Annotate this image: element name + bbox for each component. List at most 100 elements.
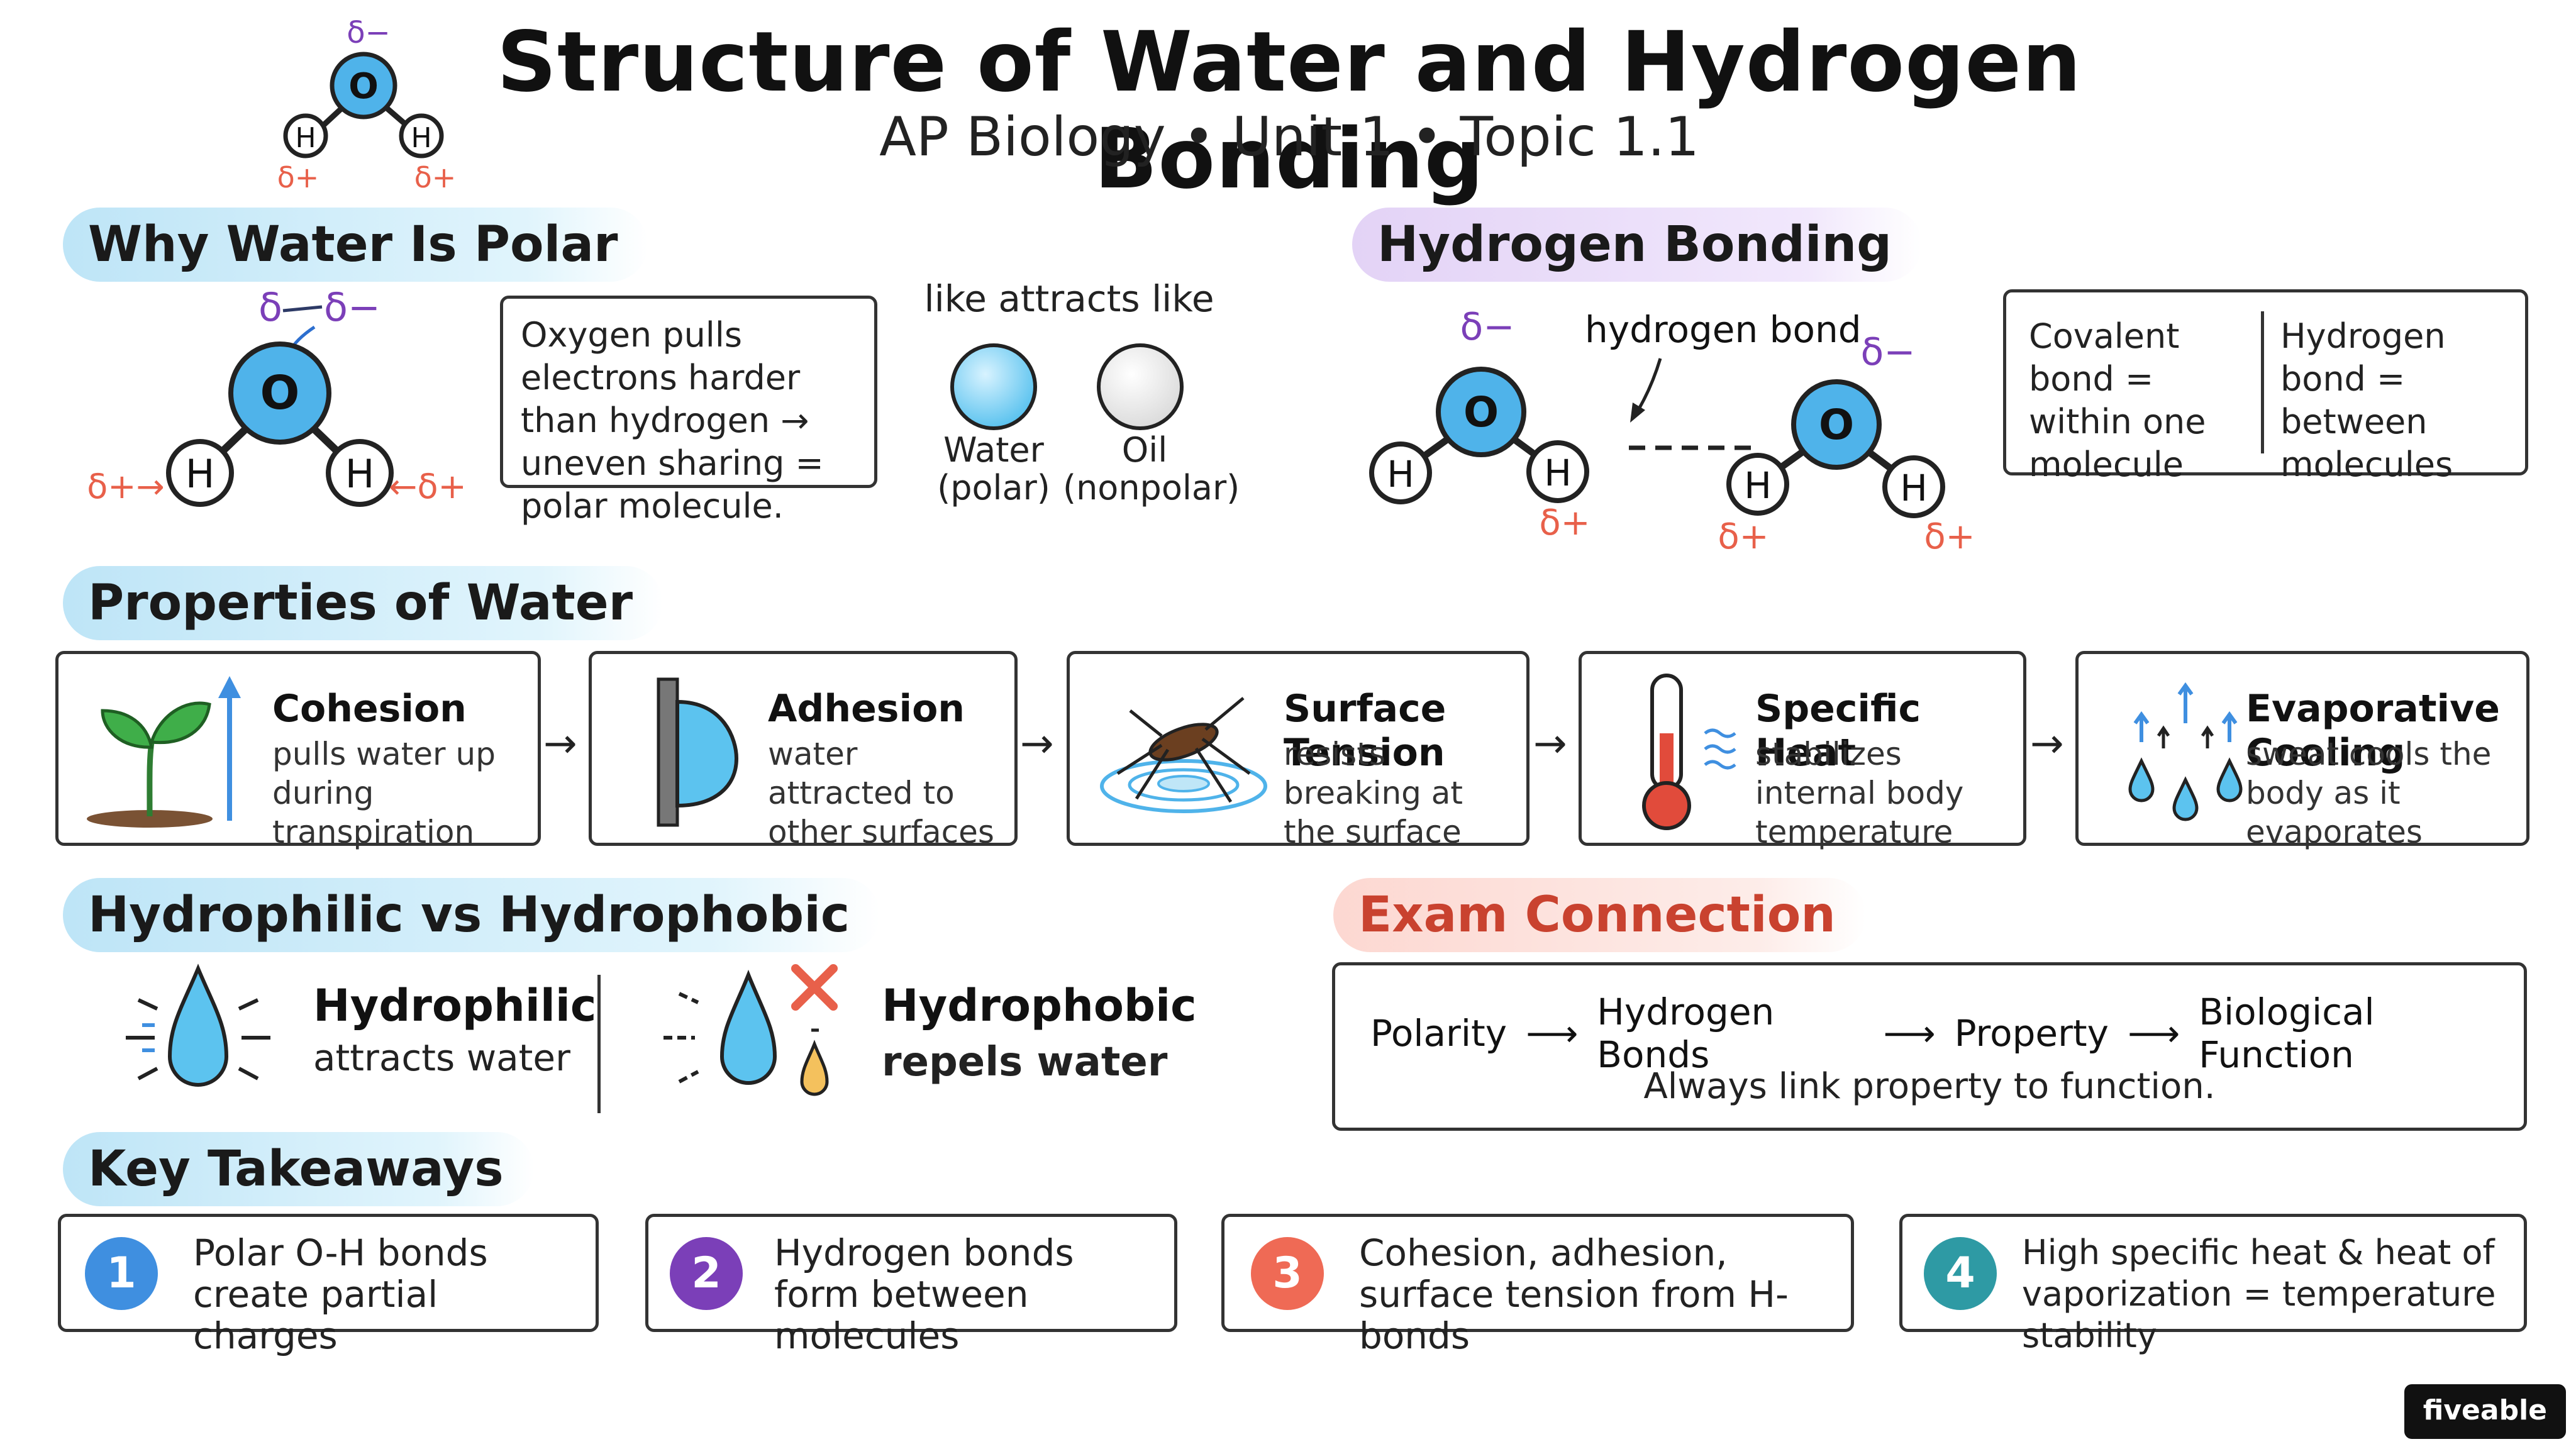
header-delta-plus-left: δ+ bbox=[277, 160, 319, 194]
oil-nonpolar-label: Oil (nonpolar) bbox=[1063, 430, 1240, 508]
properties-arrow-4: → bbox=[2030, 721, 2064, 767]
hydrophobic-droplet-icon bbox=[663, 964, 838, 1096]
polar-h1-label: H bbox=[186, 451, 215, 497]
properties-arrow-2: → bbox=[1020, 721, 1054, 767]
hbond-delta-plus-2: δ+ bbox=[1718, 516, 1768, 557]
specific-heat-desc: stabilizes internal body temperature bbox=[1755, 736, 1964, 850]
hydrogen-bond-diagram: O H H δ− δ+ O H H δ− δ+ δ+ bbox=[1369, 305, 1975, 557]
hbond-h2-label: H bbox=[1544, 452, 1572, 494]
hydro-divider bbox=[597, 975, 601, 1113]
adhesion-droplet-icon bbox=[657, 677, 739, 827]
properties-arrow-1: → bbox=[543, 721, 577, 767]
exam-connection-box: Polarity ⟶ Hydrogen Bonds ⟶ Property ⟶ B… bbox=[1332, 962, 2527, 1131]
evaporative-cooling-desc: sweat cools the body as it evaporates bbox=[2246, 736, 2492, 850]
polar-note-text: Oxygen pulls electrons harder than hydro… bbox=[521, 315, 824, 526]
takeaway-card-1: 1 Polar O-H bonds create partial charges bbox=[58, 1214, 599, 1357]
hydrophilic-desc: attracts water bbox=[313, 1036, 570, 1079]
water-droplet-sphere-icon bbox=[950, 343, 1037, 430]
property-card-evaporative-cooling: Evaporative Cooling sweat cools the body… bbox=[2075, 651, 2529, 850]
hbond-delta-plus-3: δ+ bbox=[1924, 516, 1975, 557]
takeaway-number-1: 1 bbox=[85, 1237, 158, 1310]
takeaway-card-3: 3 Cohesion, adhesion, surface tension fr… bbox=[1221, 1214, 1854, 1357]
takeaway-number-3: 3 bbox=[1251, 1237, 1324, 1310]
polar-delta-minus-2: δ− bbox=[324, 284, 380, 330]
bond-divider bbox=[2261, 311, 2264, 453]
hbond-h4-label: H bbox=[1900, 467, 1928, 509]
hbond-heading: Hydrogen Bonding bbox=[1352, 208, 1922, 282]
hbond-delta-plus-1: δ+ bbox=[1539, 502, 1590, 543]
adhesion-desc: water attracted to other surfaces bbox=[768, 736, 994, 850]
polar-water-molecule-diagram: O H H δ δ− δ+→ ←δ+ bbox=[88, 284, 467, 507]
exam-chain-arrow-3: ⟶ bbox=[2128, 1012, 2180, 1055]
cohesion-title: Cohesion bbox=[272, 687, 467, 731]
takeaway-text-3: Cohesion, adhesion, surface tension from… bbox=[1359, 1231, 1789, 1357]
specific-heat-title: Specific Heat bbox=[1755, 687, 1921, 775]
exam-chain-polarity: Polarity bbox=[1370, 1012, 1507, 1055]
water-polar-label: Water (polar) bbox=[937, 430, 1050, 508]
takeaway-text-1: Polar O-H bonds create partial charges bbox=[193, 1231, 488, 1357]
cohesion-desc: pulls water up during transpiration bbox=[272, 736, 496, 850]
surface-tension-desc: resists breaking at the surface bbox=[1284, 736, 1463, 850]
water-strider-icon bbox=[1100, 697, 1267, 813]
property-card-surface-tension: Surface Tension resists breaking at the … bbox=[1067, 651, 1530, 850]
hbond-o2-label: O bbox=[1819, 401, 1854, 449]
hbond-bond-label: hydrogen bond bbox=[1585, 308, 1862, 351]
exam-note: Always link property to function. bbox=[1643, 1066, 2216, 1107]
hydrophobic-title: Hydrophobic bbox=[882, 980, 1197, 1031]
takeaway-card-4: 4 High specific heat & heat of vaporizat… bbox=[1899, 1214, 2527, 1355]
plant-sprout-icon bbox=[87, 676, 241, 828]
page-title: Structure of Water and Hydrogen Bonding bbox=[496, 14, 2082, 208]
property-card-specific-heat: Specific Heat stabilizes internal body t… bbox=[1579, 651, 2026, 850]
polar-o-label: O bbox=[260, 366, 300, 420]
bond-comparison-box: Covalent bond = within one molecule Hydr… bbox=[2003, 289, 2528, 484]
hbond-delta-minus-1: δ− bbox=[1460, 305, 1515, 349]
takeaway-number-4: 4 bbox=[1924, 1237, 1997, 1310]
fiveable-logo: fiveable bbox=[2404, 1384, 2566, 1439]
polar-delta-plus-left: δ+→ bbox=[88, 467, 165, 506]
hbond-o1-label: O bbox=[1463, 388, 1499, 436]
takeaway-card-2: 2 Hydrogen bonds form between molecules bbox=[645, 1214, 1177, 1357]
exam-chain-arrow-1: ⟶ bbox=[1526, 1012, 1579, 1055]
hbond-h1-label: H bbox=[1387, 453, 1414, 496]
hydro-heading: Hydrophilic vs Hydrophobic bbox=[63, 878, 880, 952]
thermometer-icon bbox=[1642, 674, 1736, 830]
exam-chain-biological-function: Biological Function bbox=[2199, 991, 2375, 1076]
surface-tension-title: Surface Tension bbox=[1284, 687, 1446, 775]
covalent-bond-text: Covalent bond = within one molecule bbox=[2029, 316, 2206, 484]
properties-heading: Properties of Water bbox=[63, 566, 663, 640]
polar-heading: Why Water Is Polar bbox=[63, 208, 648, 282]
header-o-label: O bbox=[348, 66, 379, 107]
polar-h2-label: H bbox=[345, 451, 375, 497]
evaporation-drops-icon bbox=[2128, 682, 2243, 821]
exam-heading: Exam Connection bbox=[1333, 878, 1866, 952]
evaporative-cooling-title: Evaporative Cooling bbox=[2246, 687, 2500, 775]
hydrogen-bond-text: Hydrogen bond = between molecules bbox=[2280, 316, 2453, 484]
polar-note-box: Oxygen pulls electrons harder than hydro… bbox=[500, 296, 877, 526]
hbond-delta-minus-2: δ− bbox=[1861, 330, 1916, 374]
page-subtitle: AP Biology • Unit 1 • Topic 1.1 bbox=[879, 106, 1699, 169]
header-delta-plus-right: δ+ bbox=[414, 160, 457, 194]
oil-droplet-sphere-icon bbox=[1097, 343, 1184, 430]
polar-delta-minus-1: δ bbox=[258, 284, 282, 330]
properties-arrow-3: → bbox=[1533, 721, 1567, 767]
property-card-adhesion: Adhesion water attracted to other surfac… bbox=[589, 651, 1018, 850]
takeaways-heading: Key Takeaways bbox=[63, 1132, 534, 1206]
takeaway-text-2: Hydrogen bonds form between molecules bbox=[774, 1231, 1074, 1357]
polar-delta-plus-right: ←δ+ bbox=[389, 467, 467, 506]
hydrophobic-desc: repels water bbox=[882, 1039, 1168, 1085]
takeaway-text-4: High specific heat & heat of vaporizatio… bbox=[2022, 1233, 2496, 1355]
header-h2-label: H bbox=[411, 122, 431, 154]
header-h1-label: H bbox=[295, 122, 316, 154]
like-attracts-title: like attracts like bbox=[924, 277, 1214, 320]
hydrophilic-title: Hydrophilic bbox=[313, 980, 597, 1031]
adhesion-title: Adhesion bbox=[768, 687, 965, 731]
hydrophilic-droplet-icon bbox=[126, 963, 270, 1087]
exam-chain-property: Property bbox=[1954, 1012, 2109, 1055]
takeaway-number-2: 2 bbox=[670, 1237, 743, 1310]
exam-chain-hydrogen-bonds: Hydrogen Bonds bbox=[1597, 991, 1775, 1076]
header-delta-minus: δ− bbox=[347, 15, 391, 50]
exam-chain: Polarity ⟶ Hydrogen Bonds ⟶ Property ⟶ B… bbox=[1370, 991, 2502, 1076]
hbond-h3-label: H bbox=[1744, 464, 1772, 507]
property-card-cohesion: Cohesion pulls water up during transpira… bbox=[55, 651, 541, 850]
header-water-molecule-icon: O H H δ− δ+ δ+ bbox=[277, 15, 457, 194]
